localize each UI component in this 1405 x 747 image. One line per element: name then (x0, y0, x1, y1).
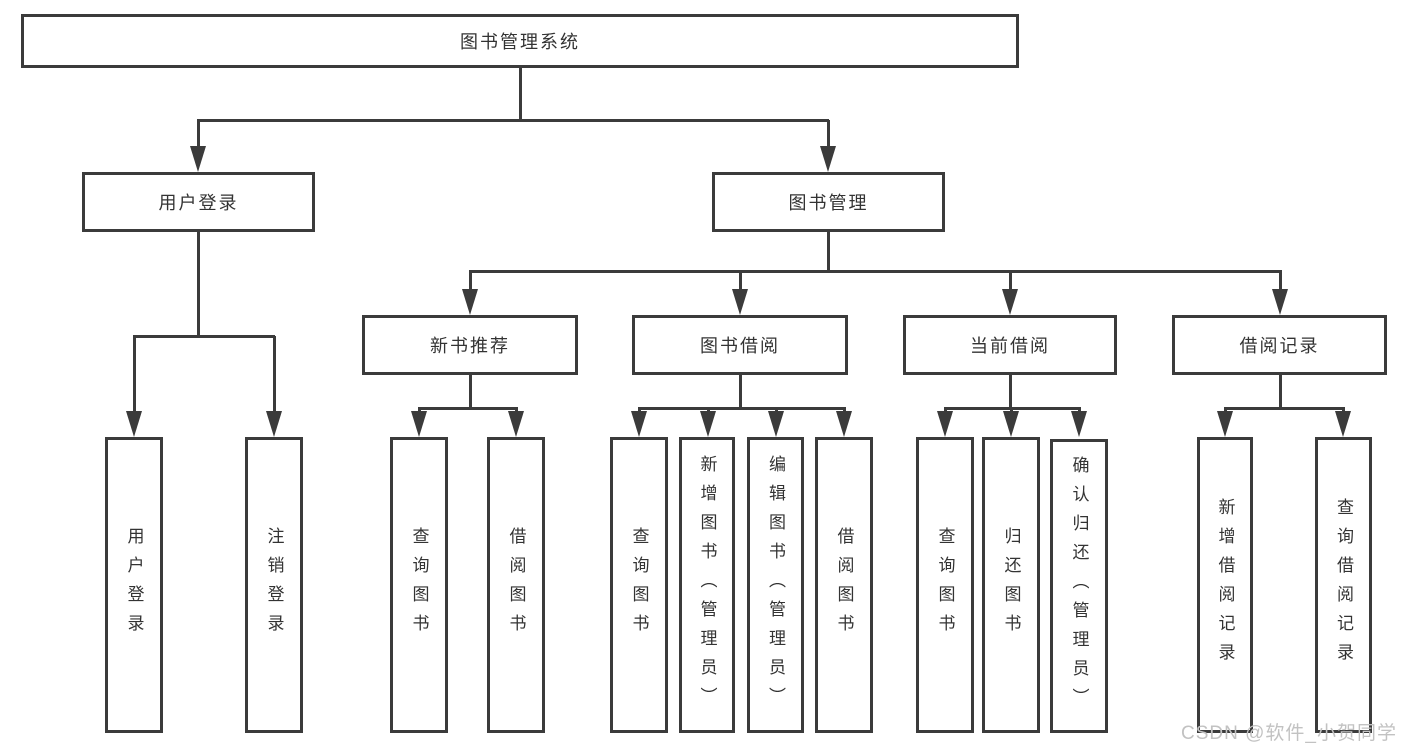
arrow-down-icon (1002, 289, 1018, 315)
connector-book-management-stem (827, 232, 830, 271)
leaf-query-book-3-label: 查询图书 (935, 527, 955, 643)
connector-user-login-bus (133, 335, 275, 338)
arrow-down-icon (266, 411, 282, 437)
connector-drop-user-login (197, 120, 200, 148)
connector-root-bus (197, 119, 829, 122)
leaf-query-borrow-record-label: 查询借阅记录 (1334, 498, 1353, 672)
connector-new-book-recommend-stem (469, 375, 472, 408)
leaf-return-book: 归还图书 (982, 437, 1040, 733)
node-borrow-record: 借阅记录 (1172, 315, 1387, 375)
leaf-query-book-2: 查询图书 (610, 437, 668, 733)
arrow-down-icon (411, 411, 427, 437)
arrow-down-icon (190, 146, 206, 172)
connector-drop-borrow-record (1279, 271, 1282, 291)
leaf-query-book-1: 查询图书 (390, 437, 448, 733)
arrow-down-icon (1071, 411, 1087, 437)
leaf-query-book-2-label: 查询图书 (629, 527, 649, 643)
node-current-borrow-label: 当前借阅 (970, 336, 1050, 356)
connector-borrow-record-bus (1224, 407, 1345, 410)
connector-drop-new-book-recommend (469, 271, 472, 291)
connector-borrow-record-stem (1279, 375, 1282, 408)
arrow-down-icon (937, 411, 953, 437)
connector-book-borrow-bus (638, 407, 846, 410)
leaf-add-book-admin: 新增图书（管理员） (679, 437, 735, 733)
connector-book-borrow-stem (739, 375, 742, 408)
leaf-borrow-book-1-label: 借阅图书 (506, 527, 526, 643)
leaf-edit-book-admin-label: 编辑图书（管理员） (766, 454, 785, 716)
node-book-management-label: 图书管理 (788, 193, 869, 213)
leaf-borrow-book-1: 借阅图书 (487, 437, 545, 733)
node-book-borrow-label: 图书借阅 (700, 336, 780, 356)
arrow-down-icon (836, 411, 852, 437)
node-root: 图书管理系统 (21, 14, 1019, 68)
connector-drop-book-management (827, 120, 830, 148)
arrow-down-icon (508, 411, 524, 437)
arrow-down-icon (126, 411, 142, 437)
leaf-user-login-label: 用户登录 (124, 527, 144, 643)
leaf-query-borrow-record: 查询借阅记录 (1315, 437, 1372, 733)
connector-drop-book-borrow (739, 271, 742, 291)
leaf-borrow-book-2-label: 借阅图书 (834, 527, 854, 643)
node-book-borrow: 图书借阅 (632, 315, 848, 375)
arrow-down-icon (732, 289, 748, 315)
leaf-logout: 注销登录 (245, 437, 303, 733)
connector-book-management-bus (469, 270, 1282, 273)
arrow-down-icon (768, 411, 784, 437)
connector-root-stem (519, 68, 522, 120)
node-book-management: 图书管理 (712, 172, 945, 232)
leaf-user-login: 用户登录 (105, 437, 163, 733)
csdn-watermark: CSDN @软件_小贺同学 (1181, 723, 1397, 744)
leaf-return-book-label: 归还图书 (1001, 527, 1021, 643)
leaf-add-borrow-record-label: 新增借阅记录 (1215, 498, 1235, 672)
node-user-login-label: 用户登录 (158, 193, 239, 213)
leaf-add-book-admin-label: 新增图书（管理员） (697, 454, 717, 716)
arrow-down-icon (462, 289, 478, 315)
node-root-label: 图书管理系统 (460, 32, 580, 52)
arrow-down-icon (1003, 411, 1019, 437)
leaf-edit-book-admin: 编辑图书（管理员） (747, 437, 804, 733)
connector-user-login-stem (197, 232, 200, 336)
leaf-confirm-return-admin-label: 确认归还（管理员） (1069, 455, 1089, 717)
arrow-down-icon (1272, 289, 1288, 315)
connector-new-book-recommend-bus (418, 407, 518, 410)
node-current-borrow: 当前借阅 (903, 315, 1117, 375)
connector-drop-leaf-logout (273, 336, 276, 413)
leaf-query-book-3: 查询图书 (916, 437, 974, 733)
leaf-confirm-return-admin: 确认归还（管理员） (1050, 439, 1108, 733)
leaf-borrow-book-2: 借阅图书 (815, 437, 873, 733)
leaf-add-borrow-record: 新增借阅记录 (1197, 437, 1253, 733)
arrow-down-icon (631, 411, 647, 437)
connector-drop-leaf-user-login (133, 336, 136, 413)
node-borrow-record-label: 借阅记录 (1239, 336, 1320, 356)
connector-current-borrow-stem (1009, 375, 1012, 408)
node-new-book-recommend-label: 新书推荐 (430, 336, 510, 356)
leaf-query-book-1-label: 查询图书 (409, 527, 429, 643)
arrow-down-icon (1217, 411, 1233, 437)
leaf-logout-label: 注销登录 (264, 527, 284, 643)
arrow-down-icon (700, 411, 716, 437)
connector-drop-current-borrow (1009, 271, 1012, 291)
node-user-login: 用户登录 (82, 172, 315, 232)
arrow-down-icon (820, 146, 836, 172)
node-new-book-recommend: 新书推荐 (362, 315, 578, 375)
arrow-down-icon (1335, 411, 1351, 437)
